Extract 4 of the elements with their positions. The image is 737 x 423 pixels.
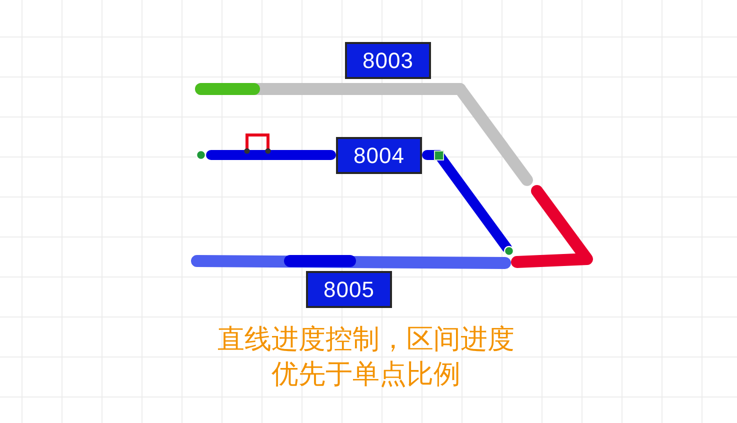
track-number-label: 8005: [306, 271, 392, 308]
caption-note: 直线进度控制，区间进度优先于单点比例: [216, 323, 516, 392]
track-number-label: 8004: [336, 137, 422, 174]
track-number-label: 8003: [345, 42, 431, 79]
